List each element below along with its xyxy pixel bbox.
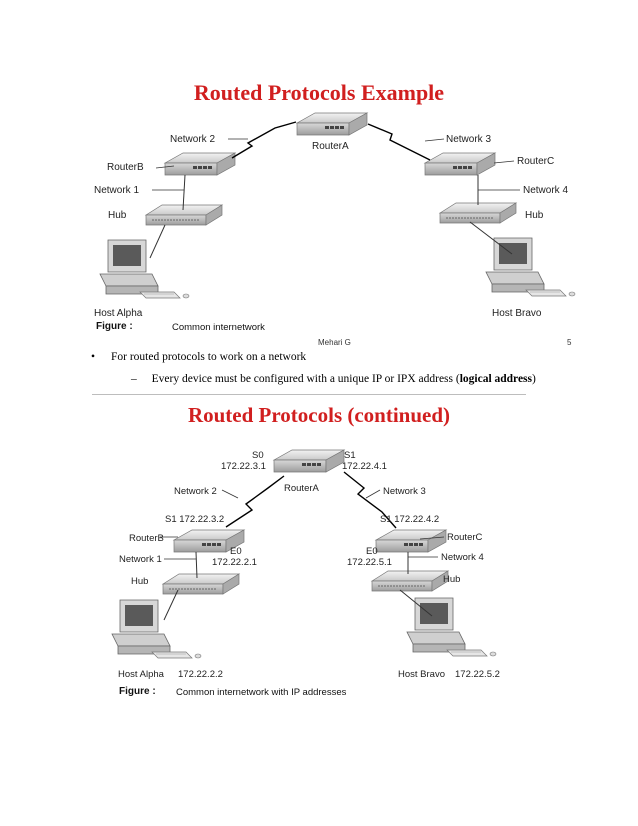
section-divider [92,394,526,395]
label-network3: Network 3 [446,134,492,145]
serial-link-right2 [343,471,397,529]
figure-caption-1: Common internetwork [172,322,265,333]
label-e0-right-ip: 172.22.5.1 [347,557,392,568]
label-hub-left2: Hub [131,576,149,587]
serial-link-right [367,123,431,161]
routerC2-device [375,529,447,553]
host-bravo-device [485,237,576,297]
label-host-alpha2-ip: 172.22.2.2 [178,669,223,680]
author-footer: Mehari G [318,338,351,347]
sub-bullet-suffix: ) [532,373,536,385]
label-network4: Network 4 [523,185,569,196]
label-network4-2: Network 4 [441,552,484,563]
label-routerC2: RouterC [447,532,483,543]
label-network1-2: Network 1 [119,554,162,565]
routerC-device [424,152,496,176]
figure-label-1: Figure : [96,321,133,332]
label-routerB2: RouterB [129,533,164,544]
page-number: 5 [567,338,572,347]
label-e0-left: E0 [230,546,242,557]
label-host-bravo: Host Bravo [492,308,542,319]
label-s0: S0 [252,450,264,461]
label-hub-left: Hub [108,210,127,221]
serial-link-left2 [225,475,285,528]
hub-left2-device [162,573,240,595]
label-hub-right2: Hub [443,574,461,585]
hub-right2-device [371,570,449,592]
label-routerC-s1: S1 172.22.4.2 [380,514,440,525]
host-alpha-device [99,239,190,299]
routerA-device [296,112,368,136]
hub-left-device [145,204,223,226]
routerB-device [164,152,236,176]
bullet-sub: – Every device must be configured with a… [131,373,536,385]
label-host-bravo2-ip: 172.22.5.2 [455,669,500,680]
bullet-main-text: For routed protocols to work on a networ… [111,351,307,363]
label-network2: Network 2 [170,134,216,145]
hub-right-device [439,202,517,224]
label-e0-left-ip: 172.22.2.1 [212,557,257,568]
sub-bullet-marker: – [131,373,137,385]
figure-caption-2: Common internetwork with IP addresses [176,687,347,698]
routerA2-device [273,449,345,473]
label-s1-ip: 172.22.4.1 [342,461,387,472]
sub-bullet-bold: logical address [459,373,533,385]
label-routerA2: RouterA [284,483,319,494]
label-network2-2: Network 2 [174,486,217,497]
figure-label-2: Figure : [119,686,156,697]
slide2-title: Routed Protocols (continued) [187,403,451,427]
label-host-bravo2: Host Bravo [398,669,445,680]
sub-bullet-prefix: Every device must be configured with a u… [151,373,460,385]
slide1-title: Routed Protocols Example [193,80,445,105]
label-host-alpha2: Host Alpha [118,669,164,680]
label-e0-right: E0 [366,546,378,557]
label-network1: Network 1 [94,185,140,196]
label-routerC: RouterC [517,156,555,167]
label-routerA: RouterA [312,141,349,152]
label-routerB-s1: S1 172.22.3.2 [165,514,225,525]
label-routerB: RouterB [107,162,144,173]
label-s0-ip: 172.22.3.1 [221,461,266,472]
label-host-alpha: Host Alpha [94,308,143,319]
bullet-marker: • [91,351,96,363]
label-s1: S1 [344,450,356,461]
label-network3-2: Network 3 [383,486,426,497]
host-alpha2-device [111,599,202,659]
label-hub-right: Hub [525,210,544,221]
serial-link-left [231,121,297,159]
